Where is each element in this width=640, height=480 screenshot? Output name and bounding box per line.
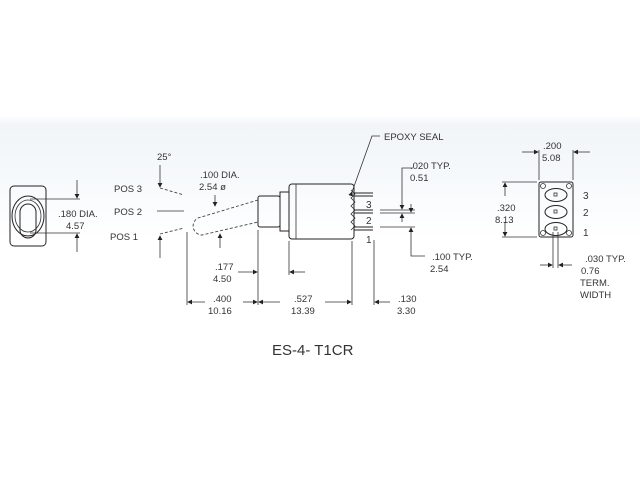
pos1-label: POS 1 [110, 232, 138, 243]
switch-body [288, 183, 355, 240]
front-view-plate [9, 185, 47, 247]
pos2-label: POS 2 [114, 207, 142, 218]
side-pin-2: 2 [366, 216, 372, 227]
term-width-in: .030 TYP. [585, 254, 626, 265]
end-view: 3 2 1 .200 5.08 .320 8.13 .030 TYP. 0.76… [495, 141, 626, 301]
end-width-mm: 5.08 [542, 153, 561, 164]
lever-dia-mm: 2.54 ø [199, 182, 226, 193]
term-spacing-mm: 2.54 [430, 264, 449, 275]
term-width-mm: 0.76 [581, 266, 600, 277]
lever-len-in: .400 [213, 294, 232, 305]
body-len-mm: 13.39 [291, 306, 315, 317]
end-pin-2: 2 [583, 208, 589, 219]
term-thickness-in: .020 TYP. [410, 161, 451, 172]
lever-tip [19, 203, 37, 239]
end-pin-1: 1 [583, 228, 589, 239]
lever-dia-in: .100 DIA. [200, 170, 240, 181]
terminal-hole-1 [544, 222, 568, 236]
end-view-body [538, 181, 574, 238]
bushing [257, 195, 281, 228]
epoxy-seal-label: EPOXY SEAL [384, 132, 444, 143]
terminal-hole-3 [544, 188, 568, 202]
bushing-outer-ring [11, 195, 45, 237]
end-height-in: .320 [497, 203, 516, 214]
terminal-hole-2 [544, 205, 568, 219]
bushing-len-mm: 4.50 [213, 274, 232, 285]
front-view: .180 DIA. 4.57 [9, 180, 98, 252]
side-pin-3: 3 [366, 200, 372, 211]
side-pin-1: 1 [366, 235, 372, 246]
body-len-in: .527 [294, 294, 313, 305]
toggle-lever [192, 199, 259, 236]
bushing-dia-in: .180 DIA. [58, 209, 98, 220]
term-thickness-mm: 0.51 [410, 173, 429, 184]
term-spacing-in: .100 TYP. [432, 252, 473, 263]
part-number-title: ES-4- T1CR [272, 342, 354, 359]
pos1-line [159, 227, 185, 235]
side-view: 25° POS 3 POS 2 POS 1 .100 DIA. 2.54 ø 3… [110, 132, 473, 317]
end-pin-3: 3 [583, 191, 589, 202]
pos3-line [159, 187, 185, 196]
end-width-in: .200 [543, 141, 562, 152]
pos3-label: POS 3 [114, 184, 142, 195]
angle-label: 25° [157, 152, 172, 163]
term-len-mm: 3.30 [397, 306, 416, 317]
end-height-mm: 8.13 [495, 215, 514, 226]
term-width-label-1: TERM. [580, 278, 610, 289]
bushing-dia-mm: 4.57 [66, 221, 85, 232]
term-width-label-2: WIDTH [580, 290, 611, 301]
bushing-len-in: .177 [215, 262, 234, 273]
term-len-in: .130 [398, 294, 417, 305]
lever-len-mm: 10.16 [208, 306, 232, 317]
